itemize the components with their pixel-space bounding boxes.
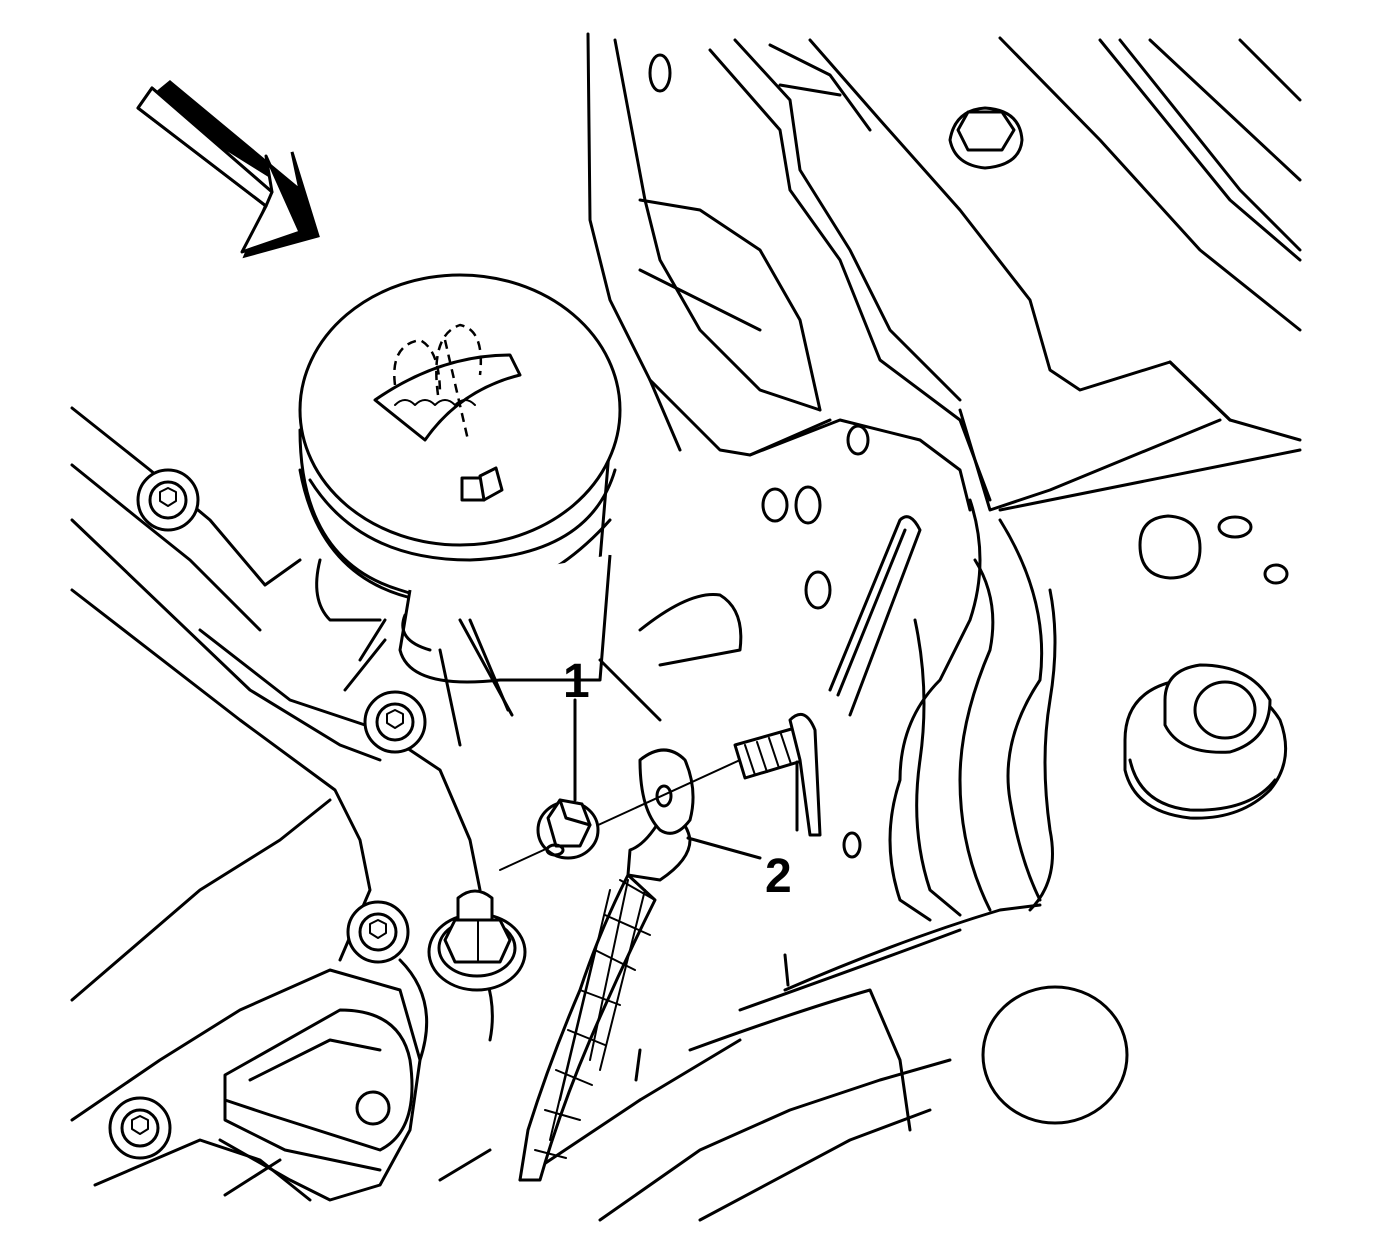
- flange-nut: [536, 798, 600, 860]
- fluid-reservoir: [298, 273, 743, 747]
- torx-bolt-1: [136, 468, 200, 532]
- ground-stud: [733, 712, 822, 837]
- stiffener-rib: [828, 515, 922, 717]
- frame-rail: [518, 498, 1057, 1222]
- callout-2: 2: [686, 836, 792, 903]
- mount-bracket: [223, 1008, 414, 1172]
- torx-bolt-2: [363, 690, 427, 754]
- view-direction-arrow: [136, 80, 320, 259]
- callout-label-1: 1: [563, 655, 590, 708]
- ground-strap: [518, 748, 695, 1182]
- callout-label-2: 2: [765, 850, 792, 903]
- body-access-holes: [981, 514, 1289, 1125]
- body-structure: [586, 32, 1302, 512]
- rubber-grommet: [1123, 663, 1288, 820]
- torx-bolt-3: [346, 900, 410, 964]
- hex-flange-bolt: [427, 889, 527, 992]
- alignment-axis: [499, 759, 741, 871]
- callout-1: 1: [563, 655, 590, 802]
- plate-holes: [648, 53, 870, 859]
- torx-bolt-4: [108, 1096, 172, 1160]
